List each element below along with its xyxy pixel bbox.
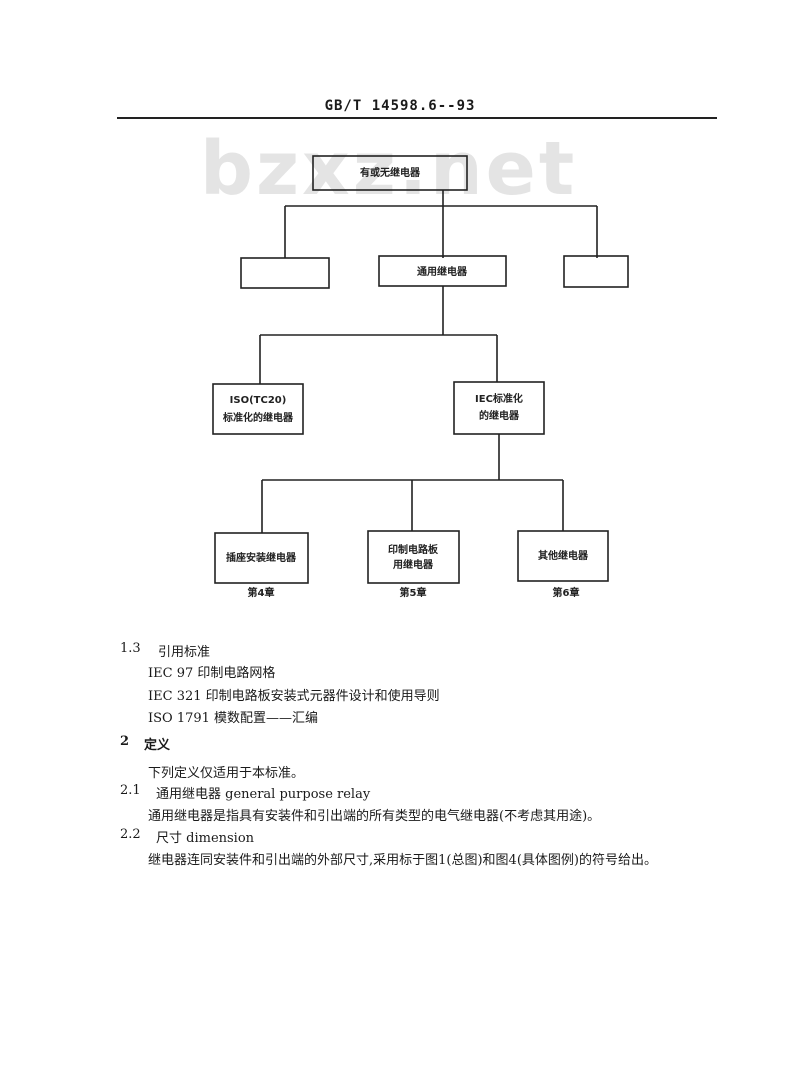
chapter-4-label: 第4章 <box>248 586 275 599</box>
section-2-2-number: 2.2 <box>120 827 141 842</box>
box-on-off-relay-label: 有或无继电器 <box>360 166 421 179</box>
box-empty-left <box>240 257 330 289</box>
chapter-5-label: 第5章 <box>400 586 427 599</box>
relay-classification-diagram: 有或无继电器 通用继电器 ISO(TC20) 标准化的继电器 IEC标准化 的继… <box>212 155 629 599</box>
section-1-3-title: 引用标准 <box>158 645 211 660</box>
section-2-number: 2 <box>120 734 130 749</box>
section-1-3-number: 1.3 <box>120 641 141 656</box>
box-pcb-relay-line1: 印制电路板 <box>388 543 439 556</box>
section-2-2-title: 尺寸 dimension <box>156 831 255 846</box>
box-general-purpose-relay-label: 通用继电器 <box>417 265 468 278</box>
reference-iec-321: IEC 321 印制电路板安装式元器件设计和使用导则 <box>148 689 440 704</box>
header-rule <box>117 117 717 119</box>
section-2-1-number: 2.1 <box>120 783 141 798</box>
box-on-off-relay <box>312 155 468 191</box>
box-iec-relay-line2: 的继电器 <box>479 409 520 422</box>
section-2-intro: 下列定义仅适用于本标准。 <box>148 766 305 781</box>
box-iso-relay <box>212 383 304 435</box>
box-pcb-relay-line2: 用继电器 <box>392 558 434 571</box>
section-2-1-text: 通用继电器是指具有安装件和引出端的所有类型的电气继电器(不考虑其用途)。 <box>148 809 601 824</box>
section-2-title: 定义 <box>144 738 171 753</box>
box-iso-relay-line1: ISO(TC20) <box>230 395 287 406</box>
standard-code: GB/T 14598.6--93 <box>324 98 476 114</box>
box-socket-relay <box>214 532 309 584</box>
box-socket-relay-label: 插座安装继电器 <box>226 551 297 564</box>
box-iso-relay-line2: 标准化的继电器 <box>222 411 294 424</box>
box-other-relay <box>517 530 609 582</box>
watermark: bzxz.net <box>200 126 578 212</box>
box-iec-relay-line1: IEC标准化 <box>475 392 523 405</box>
box-pcb-relay <box>367 530 460 584</box>
box-empty-right <box>563 255 629 288</box>
chapter-6-label: 第6章 <box>553 586 580 599</box>
section-2-2-text: 继电器连同安装件和引出端的外部尺寸,采用标于图1(总图)和图4(具体图例)的符号… <box>148 853 657 868</box>
reference-iso-1791: ISO 1791 模数配置——汇编 <box>148 711 319 726</box>
box-iec-relay <box>453 381 545 435</box>
box-other-relay-label: 其他继电器 <box>538 549 589 562</box>
reference-iec-97: IEC 97 印制电路网格 <box>148 666 276 681</box>
section-2-1-title: 通用继电器 general purpose relay <box>156 787 371 802</box>
